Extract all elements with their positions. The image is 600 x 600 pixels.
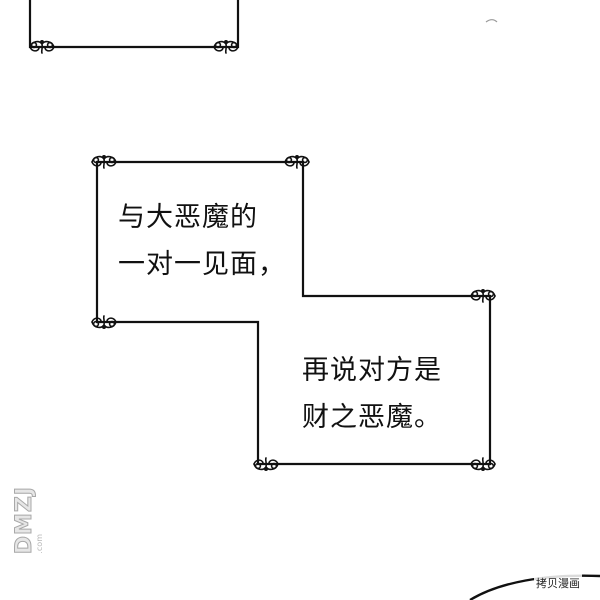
flourish-ornament-icon — [29, 39, 55, 54]
caption-text-first: 与大恶魔的 一对一见面， — [118, 194, 286, 288]
flourish-ornament-icon — [91, 155, 117, 169]
flourish-ornament-icon — [284, 155, 310, 169]
flourish-ornament-icon — [470, 288, 496, 303]
caption-line: 一对一见面， — [118, 249, 286, 280]
previous-caption-box — [28, 0, 240, 54]
caption-line: 再说对方是 — [302, 355, 442, 386]
flourish-ornament-icon — [470, 457, 496, 472]
source-tag: 拷贝漫画 — [534, 574, 582, 592]
caption-line: 财之恶魔。 — [302, 402, 442, 433]
site-watermark: DMZJ .com — [9, 486, 45, 590]
watermark-domain: .com — [35, 534, 44, 554]
flourish-ornament-icon — [91, 315, 117, 330]
caption-text-second: 再说对方是 财之恶魔。 — [302, 347, 442, 441]
speech-mark — [485, 19, 498, 23]
flourish-ornament-icon — [253, 457, 279, 472]
caption-line: 与大恶魔的 — [118, 202, 258, 233]
watermark-brand: DMZJ — [12, 486, 38, 555]
next-panel-curve — [469, 574, 600, 600]
stepped-caption-box — [91, 155, 496, 472]
flourish-ornament-icon — [213, 39, 239, 54]
